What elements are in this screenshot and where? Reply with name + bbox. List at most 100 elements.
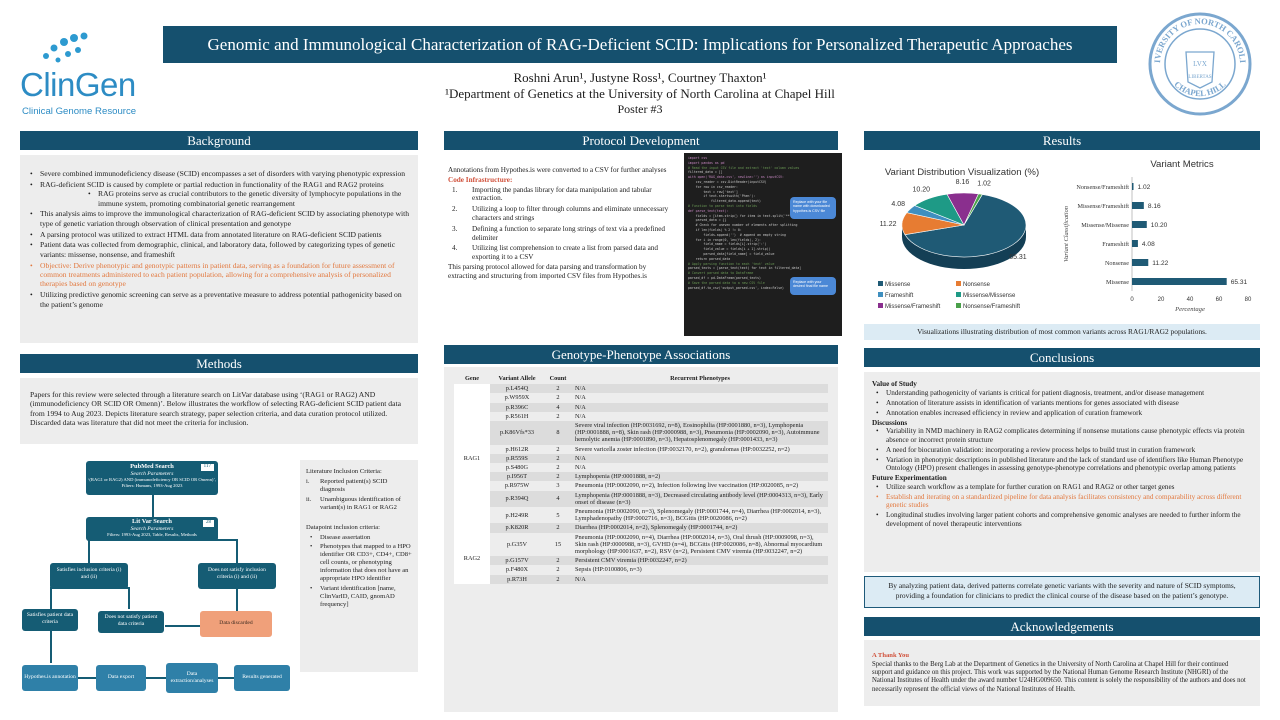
poster-title: Genomic and Immunological Characterizati… xyxy=(163,26,1117,63)
allele-cell: p.G157V xyxy=(490,556,544,566)
ack-text: Special thanks to the Berg Lab at the De… xyxy=(872,660,1246,693)
pie-legend-label: Frameshift xyxy=(885,293,914,299)
count-cell: 2 xyxy=(556,445,560,453)
count-cell: 2 xyxy=(556,566,560,574)
pie-legend-swatch xyxy=(878,281,883,286)
bar-data-label: 8.16 xyxy=(1148,203,1161,210)
criteria-item: ii.Unambiguous identification of variant… xyxy=(306,496,401,511)
conclusions-summary: By analyzing patient data, derived patte… xyxy=(864,576,1260,608)
code-line: field_value = fields[i + 1].strip() xyxy=(688,247,771,252)
code-line: fields = [item.strip() for item in text.… xyxy=(688,213,796,218)
count-cell: 2 xyxy=(544,556,572,566)
gene-cell: RAG1 xyxy=(454,384,490,533)
code-line: field_name = fields[i].strip(':') xyxy=(688,242,767,247)
poster-number: Poster #3 xyxy=(617,102,663,116)
datapoint-item: Phenotypes that mapped to a HPO identifi… xyxy=(306,543,412,583)
phenotype-cell: N/A xyxy=(575,464,586,472)
background-item: This analysis aims to improve the immuno… xyxy=(26,209,410,228)
pie-data-label: 11.22 xyxy=(880,221,897,228)
pie-legend-label: Nonsense xyxy=(963,282,991,288)
satisfies-inclusion-box: Satisfies inclusion criteria (i) and (ii… xyxy=(50,563,128,589)
code-line: csv_reader = csv.DictReader(inputCSV) xyxy=(688,179,767,184)
allele-cell: p.K820R xyxy=(490,523,544,533)
pubmed-search-box: PubMed Search Search Parameters ‘(RAG1 o… xyxy=(86,461,218,495)
bar-xtick-label: 80 xyxy=(1245,297,1252,303)
phenotype-cell: N/A xyxy=(572,402,828,412)
code-line: parsed_df = pd.DataFrame(parsed_texts) xyxy=(688,275,761,280)
datapoint-item: Variant identification [name, ClinVarID,… xyxy=(306,585,412,609)
count-cell: 5 xyxy=(556,511,560,519)
pie-legend-swatch xyxy=(956,303,961,308)
hypothes-box: Hypothes.is annotation xyxy=(22,665,78,691)
phenotype-cell: Severe viral infection (HP:0031692, n=8)… xyxy=(572,421,828,445)
background-item: Severe combined immunodeficiency disease… xyxy=(26,169,410,179)
pie-legend-swatch xyxy=(956,281,961,286)
future-item: Utilize search workflow as a template fo… xyxy=(872,483,1252,492)
ack-header: Acknowledgements xyxy=(864,617,1260,636)
genotype-table: Gene Variant Allele Count Recurrent Phen… xyxy=(454,373,828,584)
bar xyxy=(1132,259,1149,266)
code-line: filtered_data.append(text) xyxy=(688,199,761,204)
allele-cell: p.R561H xyxy=(505,412,529,420)
count-cell: 2 xyxy=(544,523,572,533)
svg-text:LVX: LVX xyxy=(1193,60,1207,68)
conclusions-header: Conclusions xyxy=(864,348,1260,367)
count-cell: 2 xyxy=(544,384,572,394)
not-patient-box: Does not satisfy patient data criteria xyxy=(98,611,164,633)
code-line: # Read the input CSV file and extract 't… xyxy=(688,165,800,170)
methods-header: Methods xyxy=(20,354,418,373)
code-line: # Convert parsed data to DataFrame xyxy=(688,271,754,276)
code-line: # Apply parsing function to each 'text' … xyxy=(688,261,775,266)
criteria-title: Literature Inclusion Criteria: xyxy=(306,468,382,475)
phenotype-cell: N/A xyxy=(575,394,586,402)
count-cell: 2 xyxy=(556,394,560,402)
future-title: Future Experimentation xyxy=(872,474,947,483)
pie-slice xyxy=(904,194,1027,258)
count-cell: 2 xyxy=(544,472,572,482)
data-extraction-box: Data extraction/analyses xyxy=(166,663,218,693)
unc-seal: UNIVERSITY OF NORTH CAROLINA CHAPEL HILL… xyxy=(1145,4,1252,116)
code-line: import pandas as pd xyxy=(688,160,725,165)
genotype-table-panel: Gene Variant Allele Count Recurrent Phen… xyxy=(444,367,838,712)
bar-xtick-label: 20 xyxy=(1158,297,1165,303)
allele-cell: p.H612R xyxy=(505,445,529,453)
not-inclusion-box: Does not satisfy inclusion criteria (i) … xyxy=(198,563,276,589)
criteria-item: i.Reported patient(s) SCID diagnosis xyxy=(306,478,388,493)
discussion-item: A need for biocuration validation: incor… xyxy=(872,446,1252,455)
allele-cell: p.F480X xyxy=(505,566,529,574)
bar-yaxis-label: Variant Classification xyxy=(1063,206,1070,262)
pie-data-label: 10.20 xyxy=(912,187,930,194)
pie-chart: Variant Distribution Visualization (%)65… xyxy=(878,167,1039,310)
results-caption: Visualizations illustrating distribution… xyxy=(864,324,1260,340)
code-line: for row in csv_reader: xyxy=(688,184,738,189)
allele-cell: p.S480G xyxy=(505,464,529,472)
satisfies-patient-box: Satisfies patient data criteria xyxy=(22,609,78,631)
bar-data-label: 11.22 xyxy=(1152,260,1168,267)
methods-flowchart: PubMed Search Search Parameters ‘(RAG1 o… xyxy=(20,455,290,700)
bar xyxy=(1132,240,1138,247)
pie-legend-label: Missense xyxy=(885,282,911,288)
pie-title: Variant Distribution Visualization (%) xyxy=(885,167,1039,178)
phenotype-cell: N/A xyxy=(575,412,586,420)
background-item: RAG-deficient SCID is caused by complete… xyxy=(26,180,410,208)
count-cell: 8 xyxy=(544,421,572,445)
pie-data-label: 8.16 xyxy=(956,179,970,186)
count-cell: 2 xyxy=(544,453,572,464)
future-item: Longitudinal studies involving larger pa… xyxy=(872,511,1252,528)
code-line: import csv xyxy=(688,156,708,160)
background-objective: Objective: Derive phenotypic and genotyp… xyxy=(26,261,410,289)
protocol-step: 4.Utilizing list comprehension to create… xyxy=(452,244,659,262)
unc-seal-icon: UNIVERSITY OF NORTH CAROLINA CHAPEL HILL… xyxy=(1145,4,1252,116)
discussion-title: Discussions xyxy=(872,418,908,427)
phenotype-cell: Severe varicella zoster infection (HP:00… xyxy=(575,445,790,453)
clingen-dots-icon xyxy=(43,32,88,63)
